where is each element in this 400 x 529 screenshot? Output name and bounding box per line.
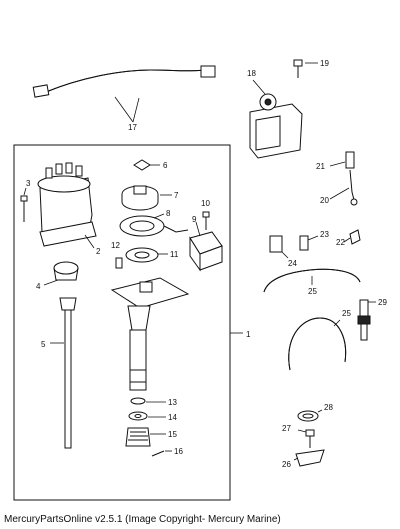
callout-18: 18 [247,69,256,78]
callout-1: 1 [246,330,251,339]
washer-13 [130,397,166,405]
callout-11: 11 [170,250,179,259]
ignition-coil-18 [249,79,303,159]
callout-26: 26 [282,460,291,469]
clamp-24 [269,235,289,259]
callout-23: 23 [320,230,329,239]
ground-wire-20 [329,169,358,206]
callout-15: 15 [168,430,177,439]
callout-13: 13 [168,398,177,407]
seal-6 [133,159,160,171]
housing-band-4 [43,261,79,286]
pickup-coil-8 [119,213,189,237]
callout-24: 24 [288,259,297,268]
callout-29: 29 [378,298,387,307]
callout-25-lower: 25 [342,309,351,318]
clip-23 [299,235,319,251]
callout-16: 16 [174,447,183,456]
bolt-27 [297,429,315,448]
screw-10 [202,211,210,230]
drive-shaft-5 [50,297,77,449]
callout-17: 17 [128,123,137,132]
bolt-19 [293,59,318,78]
distributor-assembly-frame [13,144,231,501]
callout-27: 27 [282,424,291,433]
clip-22 [343,229,361,245]
callout-20: 20 [320,196,329,205]
washer-14 [128,411,166,421]
spark-plug-29 [357,299,376,341]
bracket-21 [329,151,355,169]
callout-14: 14 [168,413,177,422]
ignition-module-9 [189,221,223,272]
callout-12: 12 [111,241,120,250]
callout-21: 21 [316,162,325,171]
callout-22: 22 [336,238,345,247]
clamp-26 [293,449,325,467]
rotor-7 [121,185,172,211]
spark-plug-wire-25-lower [288,317,347,371]
callout-28: 28 [324,403,333,412]
roll-pin-16 [151,450,172,457]
distributor-cap-2 [37,162,97,249]
callout-labels: 1 2 3 4 5 6 7 8 9 10 11 12 13 14 15 16 1… [26,59,387,469]
screw-3 [20,187,28,222]
callout-10: 10 [201,199,210,208]
callout-19: 19 [320,59,329,68]
callout-7: 7 [174,191,179,200]
drive-gear-15 [125,427,166,447]
callout-4: 4 [36,282,41,291]
pin-12 [115,257,123,269]
wiring-harness-17 [32,65,216,123]
pole-piece-11 [125,247,168,263]
callout-3: 3 [26,179,31,188]
callout-5: 5 [41,340,46,349]
spark-plug-wire-25-upper [263,268,361,293]
callout-25-upper: 25 [308,287,317,296]
callout-6: 6 [163,161,168,170]
o-ring-28 [297,409,323,422]
distributor-housing [110,277,190,391]
callout-2: 2 [96,247,101,256]
image-caption: MercuryPartsOnline v2.5.1 (Image Copyrig… [4,514,281,525]
callout-9: 9 [192,215,197,224]
callout-8: 8 [166,209,171,218]
